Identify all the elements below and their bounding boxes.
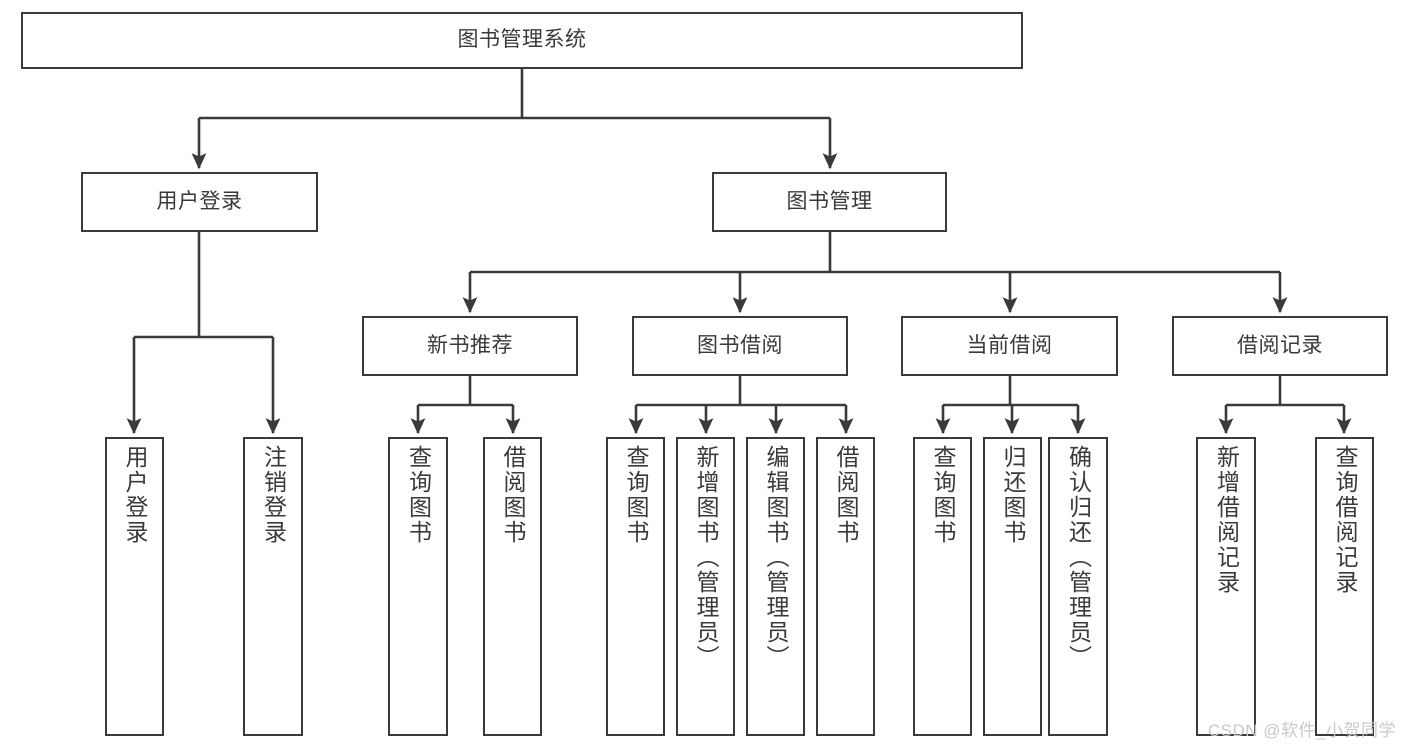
node-leaf-user-login-label: 用户登录 (122, 445, 148, 545)
node-leaf-borrow-book-2[interactable]: 借阅图书 (816, 437, 875, 736)
node-book-management-label: 图书管理 (786, 189, 873, 213)
node-leaf-confirm-return-label: 确认归还（管理员） (1065, 445, 1092, 670)
node-leaf-edit-book-label: 编辑图书（管理员） (763, 445, 789, 670)
node-borrow-records-label: 借阅记录 (1237, 333, 1323, 357)
node-leaf-query-book-3[interactable]: 查询图书 (913, 437, 972, 736)
node-leaf-edit-book[interactable]: 编辑图书（管理员） (746, 437, 805, 736)
node-leaf-add-book[interactable]: 新增图书（管理员） (676, 437, 735, 736)
node-new-book-recommend-label: 新书推荐 (427, 333, 513, 357)
node-leaf-query-book-2[interactable]: 查询图书 (606, 437, 665, 736)
node-root[interactable]: 图书管理系统 (21, 12, 1023, 69)
node-leaf-borrow-book-2-label: 借阅图书 (833, 445, 859, 545)
node-leaf-borrow-book-1-label: 借阅图书 (500, 445, 526, 545)
node-leaf-query-book-3-label: 查询图书 (930, 445, 956, 545)
csdn-watermark: CSDN @软件_小贺同学 (1207, 721, 1396, 740)
node-book-management[interactable]: 图书管理 (712, 172, 947, 232)
node-leaf-return-book-label: 归还图书 (1000, 445, 1026, 545)
node-leaf-return-book[interactable]: 归还图书 (983, 437, 1042, 736)
node-user-login-label: 用户登录 (156, 189, 243, 213)
node-current-borrow-label: 当前借阅 (966, 333, 1053, 357)
node-leaf-add-borrow-record-label: 新增借阅记录 (1213, 445, 1240, 595)
node-borrow-records[interactable]: 借阅记录 (1172, 316, 1388, 376)
node-leaf-add-borrow-record[interactable]: 新增借阅记录 (1196, 437, 1256, 736)
node-book-borrow-label: 图书借阅 (697, 333, 783, 357)
node-new-book-recommend[interactable]: 新书推荐 (362, 316, 578, 376)
node-leaf-query-book-1-label: 查询图书 (405, 445, 432, 545)
node-user-login[interactable]: 用户登录 (81, 172, 318, 232)
node-leaf-query-borrow-record[interactable]: 查询借阅记录 (1315, 437, 1374, 736)
node-leaf-confirm-return[interactable]: 确认归还（管理员） (1048, 437, 1108, 736)
node-book-borrow[interactable]: 图书借阅 (632, 316, 848, 376)
node-root-label: 图书管理系统 (457, 28, 587, 52)
node-leaf-query-book-2-label: 查询图书 (623, 445, 649, 545)
node-leaf-add-book-label: 新增图书（管理员） (693, 445, 719, 670)
node-leaf-query-book-1[interactable]: 查询图书 (388, 437, 448, 736)
node-leaf-user-logout-label: 注销登录 (260, 445, 287, 545)
node-current-borrow[interactable]: 当前借阅 (901, 316, 1118, 376)
node-leaf-borrow-book-1[interactable]: 借阅图书 (483, 437, 542, 736)
node-leaf-user-logout[interactable]: 注销登录 (243, 437, 303, 736)
node-leaf-user-login[interactable]: 用户登录 (105, 437, 164, 736)
node-leaf-query-borrow-record-label: 查询借阅记录 (1332, 445, 1358, 595)
